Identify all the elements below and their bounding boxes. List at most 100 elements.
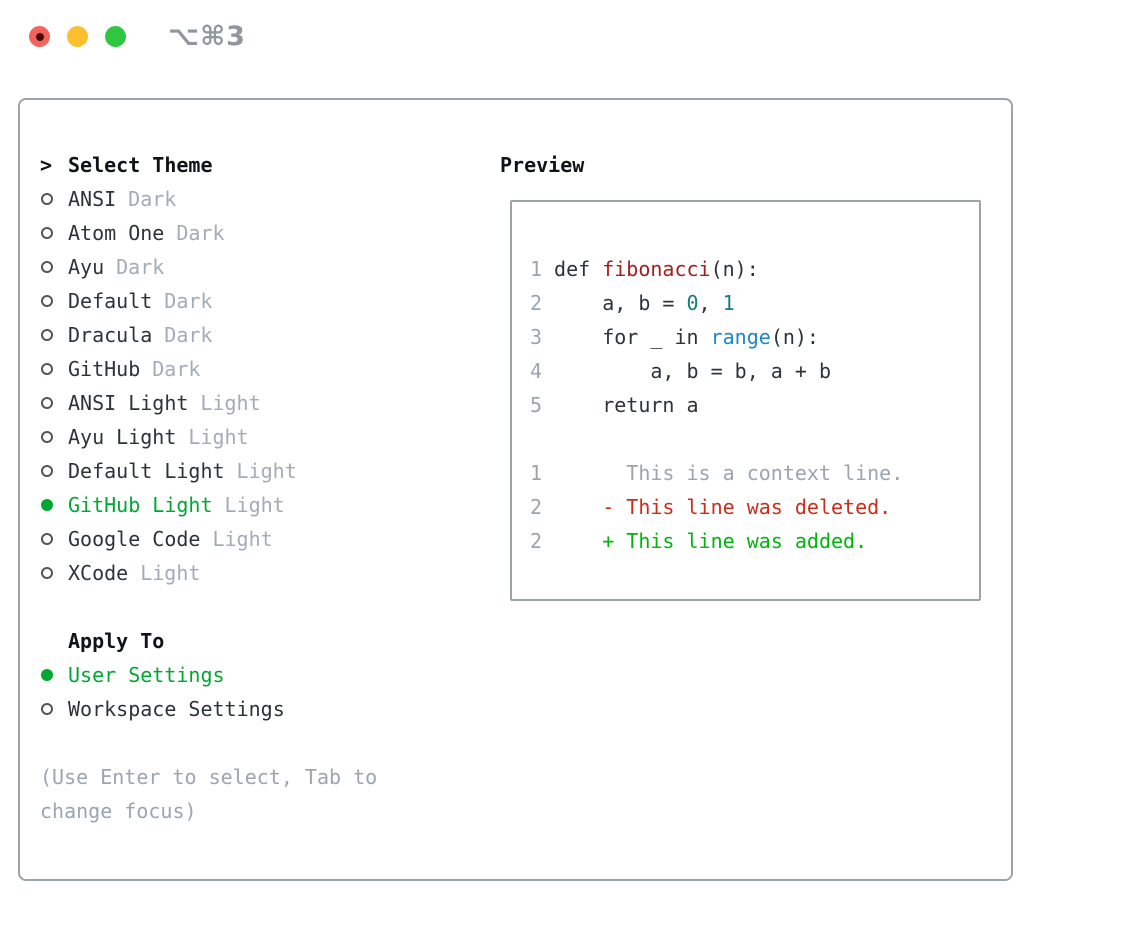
line-number: 4: [530, 359, 543, 383]
title-bar: ⌥⌘3: [0, 0, 1140, 76]
diff-text: + This line was added.: [554, 529, 868, 553]
code-line: 1 def fibonacci(n):: [530, 252, 979, 286]
theme-name: XCode: [68, 561, 129, 585]
close-dot-icon: [35, 32, 44, 41]
theme-variant-tag: Dark: [128, 187, 177, 211]
radio-icon: [41, 567, 53, 579]
theme-option-default[interactable]: Default Dark: [40, 284, 480, 318]
code-line: 2 a, b = 0, 1: [530, 286, 979, 320]
spacer: [530, 422, 979, 456]
radio-column: [40, 533, 68, 545]
select-theme-title: Select Theme: [68, 153, 213, 177]
theme-name: Google Code: [68, 527, 201, 551]
line-number: 3: [530, 325, 543, 349]
radio-column: [40, 431, 68, 443]
line-number: 5: [530, 393, 543, 417]
theme-name: Default: [68, 289, 153, 313]
diff-line-ctx: 1 This is a context line.: [530, 456, 979, 490]
radio-column: [40, 499, 68, 511]
code-line: 5 return a: [530, 388, 979, 422]
apply-to-header: Apply To: [40, 624, 480, 658]
line-number: 2: [530, 495, 543, 519]
radio-icon: [41, 397, 53, 409]
code-text: a, b = 0, 1: [554, 291, 735, 315]
radio-column: [40, 567, 68, 579]
theme-name: ANSI: [68, 187, 117, 211]
zoom-button-icon[interactable]: [105, 26, 126, 47]
theme-option-dracula[interactable]: Dracula Dark: [40, 318, 480, 352]
apply-option-workspace-settings[interactable]: Workspace Settings: [40, 692, 480, 726]
theme-variant-tag: Dark: [164, 323, 213, 347]
code-line: 3 for _ in range(n):: [530, 320, 979, 354]
code-text: def fibonacci(n):: [554, 257, 759, 281]
radio-icon: [41, 329, 53, 341]
radio-column: [40, 329, 68, 341]
minimize-button-icon[interactable]: [67, 26, 88, 47]
radio-column: [40, 465, 68, 477]
theme-name: Ayu: [68, 255, 105, 279]
code-text: for _ in range(n):: [554, 325, 819, 349]
radio-icon: [41, 193, 53, 205]
radio-icon: [41, 465, 53, 477]
theme-option-ayu[interactable]: Ayu Dark: [40, 250, 480, 284]
theme-option-atom-one[interactable]: Atom One Dark: [40, 216, 480, 250]
diff-text: This is a context line.: [554, 461, 904, 485]
code-text: return a: [554, 393, 699, 417]
diff-preview: 1 This is a context line.2 - This line w…: [530, 456, 979, 558]
theme-name: ANSI Light: [68, 391, 189, 415]
keyboard-hint: (Use Enter to select, Tab to change focu…: [40, 765, 378, 823]
theme-name: Dracula: [68, 323, 153, 347]
theme-name: Default Light: [68, 459, 225, 483]
radio-icon: [41, 295, 53, 307]
theme-variant-tag: Light: [212, 527, 273, 551]
apply-option-label: Workspace Settings: [68, 697, 285, 721]
radio-column: [40, 363, 68, 375]
radio-column: [40, 703, 68, 715]
spacer: [40, 590, 480, 624]
theme-option-google-code[interactable]: Google Code Light: [40, 522, 480, 556]
radio-column: [40, 397, 68, 409]
radio-column: [40, 193, 68, 205]
select-theme-header: > Select Theme: [40, 148, 480, 182]
theme-variant-tag: Dark: [176, 221, 225, 245]
radio-icon: [41, 431, 53, 443]
theme-name: GitHub: [68, 357, 141, 381]
apply-option-user-settings[interactable]: User Settings: [40, 658, 480, 692]
theme-variant-tag: Dark: [164, 289, 213, 313]
theme-option-ansi[interactable]: ANSI Dark: [40, 182, 480, 216]
apply-to-title: Apply To: [68, 629, 165, 653]
preview-title: Preview: [500, 153, 585, 177]
diff-line-add: 2 + This line was added.: [530, 524, 979, 558]
diff-line-del: 2 - This line was deleted.: [530, 490, 979, 524]
radio-icon: [41, 227, 53, 239]
radio-column: [40, 295, 68, 307]
theme-variant-tag: Dark: [116, 255, 165, 279]
line-number: 2: [530, 529, 543, 553]
line-number: 2: [530, 291, 543, 315]
radio-column: [40, 227, 68, 239]
radio-selected-icon: [41, 499, 53, 511]
code-line: 4 a, b = b, a + b: [530, 354, 979, 388]
theme-name: Atom One: [68, 221, 165, 245]
code-text: a, b = b, a + b: [554, 359, 831, 383]
apply-option-label: User Settings: [68, 663, 225, 687]
traffic-lights: [29, 26, 126, 47]
line-number: 1: [530, 257, 543, 281]
theme-variant-tag: Light: [188, 425, 249, 449]
close-button-icon[interactable]: [29, 26, 50, 47]
radio-icon: [41, 261, 53, 273]
theme-name: Ayu Light: [68, 425, 177, 449]
theme-option-ayu-light[interactable]: Ayu Light Light: [40, 420, 480, 454]
radio-column: [40, 669, 68, 681]
